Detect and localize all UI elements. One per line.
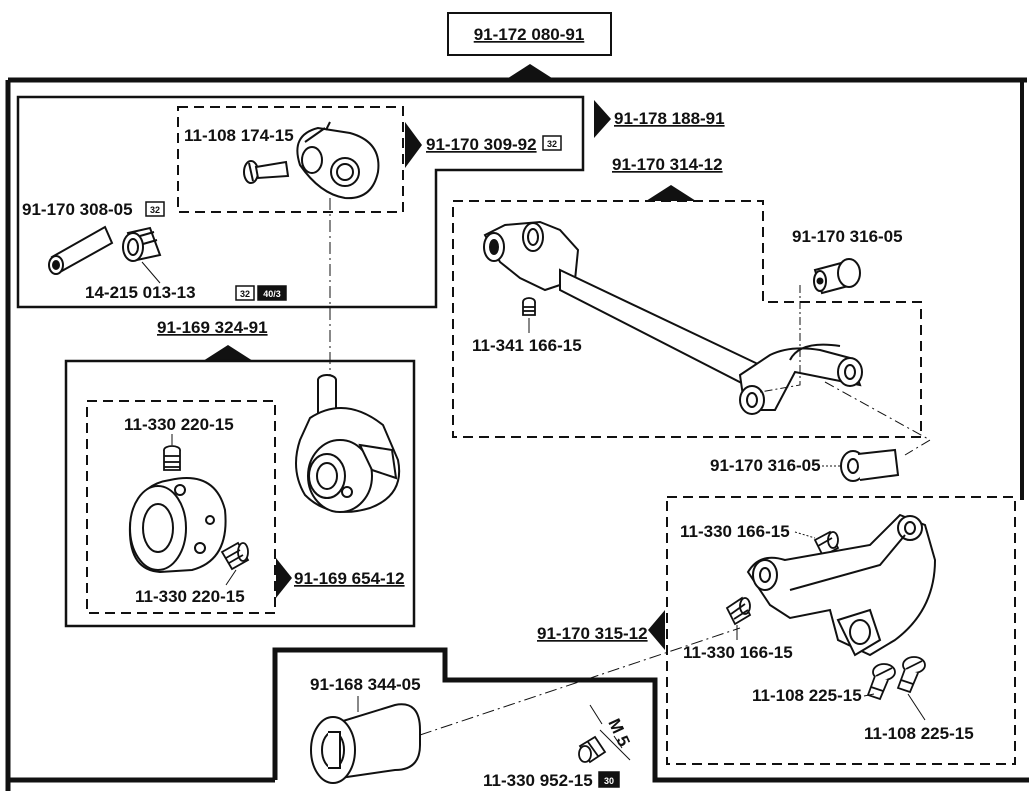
bracket-drawing [746,513,937,657]
lower-left-arrow [203,345,253,361]
left-pin-badge [145,201,165,217]
stud-top-drawing [813,258,861,295]
bushing-leader [141,261,161,284]
sleeve-label: 91-168 344-05 [310,675,421,694]
upper-left-box [16,95,585,309]
crank-screw-label: 11-108 174-15 [184,126,294,145]
crank-badge [542,135,562,151]
upper-left-assembly-label: 91-178 188-91 [614,109,725,128]
crank-badge-text: 32 [547,139,557,149]
bushing-drawing [122,226,162,262]
set-screw-drawing [578,735,607,764]
bracket-screw-b-drawing [896,656,926,694]
crank-arrow [405,122,422,168]
left-pin-label: 91-170 308-05 [22,200,133,219]
collar-screw-side-leader [225,569,237,586]
centerline-lever-stud [824,381,932,456]
bushing-label: 14-215 013-13 [85,283,196,302]
bracket-dashed-box [666,496,1016,765]
upper-left-arrow [594,100,611,138]
left-pin-badge-text: 32 [150,205,160,215]
lever-screw-label: 11-341 166-15 [472,336,582,355]
lever-dashed-box [452,200,922,438]
stud-bottom-label: 91-170 316-05 [710,456,821,475]
crank-assembly-label: 91-170 309-92 [426,135,537,154]
collar-screw-side-label: 11-330 220-15 [135,587,245,606]
bracket-screw-b-leader [907,693,926,721]
crank-part-drawing [296,121,380,200]
thread-dimension [589,704,631,761]
stud-bottom-drawing [840,448,900,482]
bracket-screw-top-drawing [813,530,840,558]
bushing-badge-1 [235,285,255,301]
thread-size-label: M 5 [604,716,633,750]
bracket-screw-b-label: 11-108 225-15 [864,724,974,743]
stud-top-leader [759,285,801,393]
bracket-screw-top-label: 11-330 166-15 [680,522,790,541]
bracket-assembly-label: 91-170 315-12 [537,624,648,643]
bracket-screw-a-label: 11-108 225-15 [752,686,862,705]
collar-dashed-box [86,400,276,614]
bracket-screw-mid-drawing [725,596,752,626]
bracket-screw-a-drawing [866,663,896,701]
set-screw-badge-text: 30 [604,776,614,786]
title-arrow [505,64,555,80]
bracket-screw-mid-label: 11-330 166-15 [683,643,793,662]
collar-group-label: 91-169 654-12 [294,569,405,588]
bushing-badge-2-text: 40/3 [263,289,281,299]
cam-drawing [295,374,401,513]
crank-screw-drawing [243,160,290,184]
bushing-badge-2 [257,285,287,301]
centerline-sleeve [419,627,741,736]
set-screw-label: 11-330 952-15 [483,771,593,790]
bushing-badge-1-text: 32 [240,289,250,299]
bracket-screw-top-leader [794,531,816,539]
title-part-number: 91-172 080-91 [474,25,585,44]
crank-dashed-box [177,106,404,213]
collar-drawing [128,477,227,574]
lever-arrow [646,185,696,201]
bracket-screw-a-leader [863,693,875,697]
lever-drawing [483,220,863,415]
stud-top-label: 91-170 316-05 [792,227,903,246]
collar-screw-top-drawing [163,445,181,471]
collar-screw-side-drawing [220,541,250,571]
lever-screw-drawing [522,297,536,316]
title-box: 91-172 080-91 [447,12,612,80]
collar-screw-top-label: 11-330 220-15 [124,415,234,434]
left-pin-drawing [48,225,114,275]
sleeve-drawing [310,703,421,784]
lower-left-assembly-label: 91-169 324-91 [157,318,268,337]
lever-assembly-label: 91-170 314-12 [612,155,723,174]
lower-left-box [64,359,416,628]
set-screw-badge [598,771,620,788]
bracket-arrow [648,610,665,650]
collar-group-arrow [276,558,292,598]
